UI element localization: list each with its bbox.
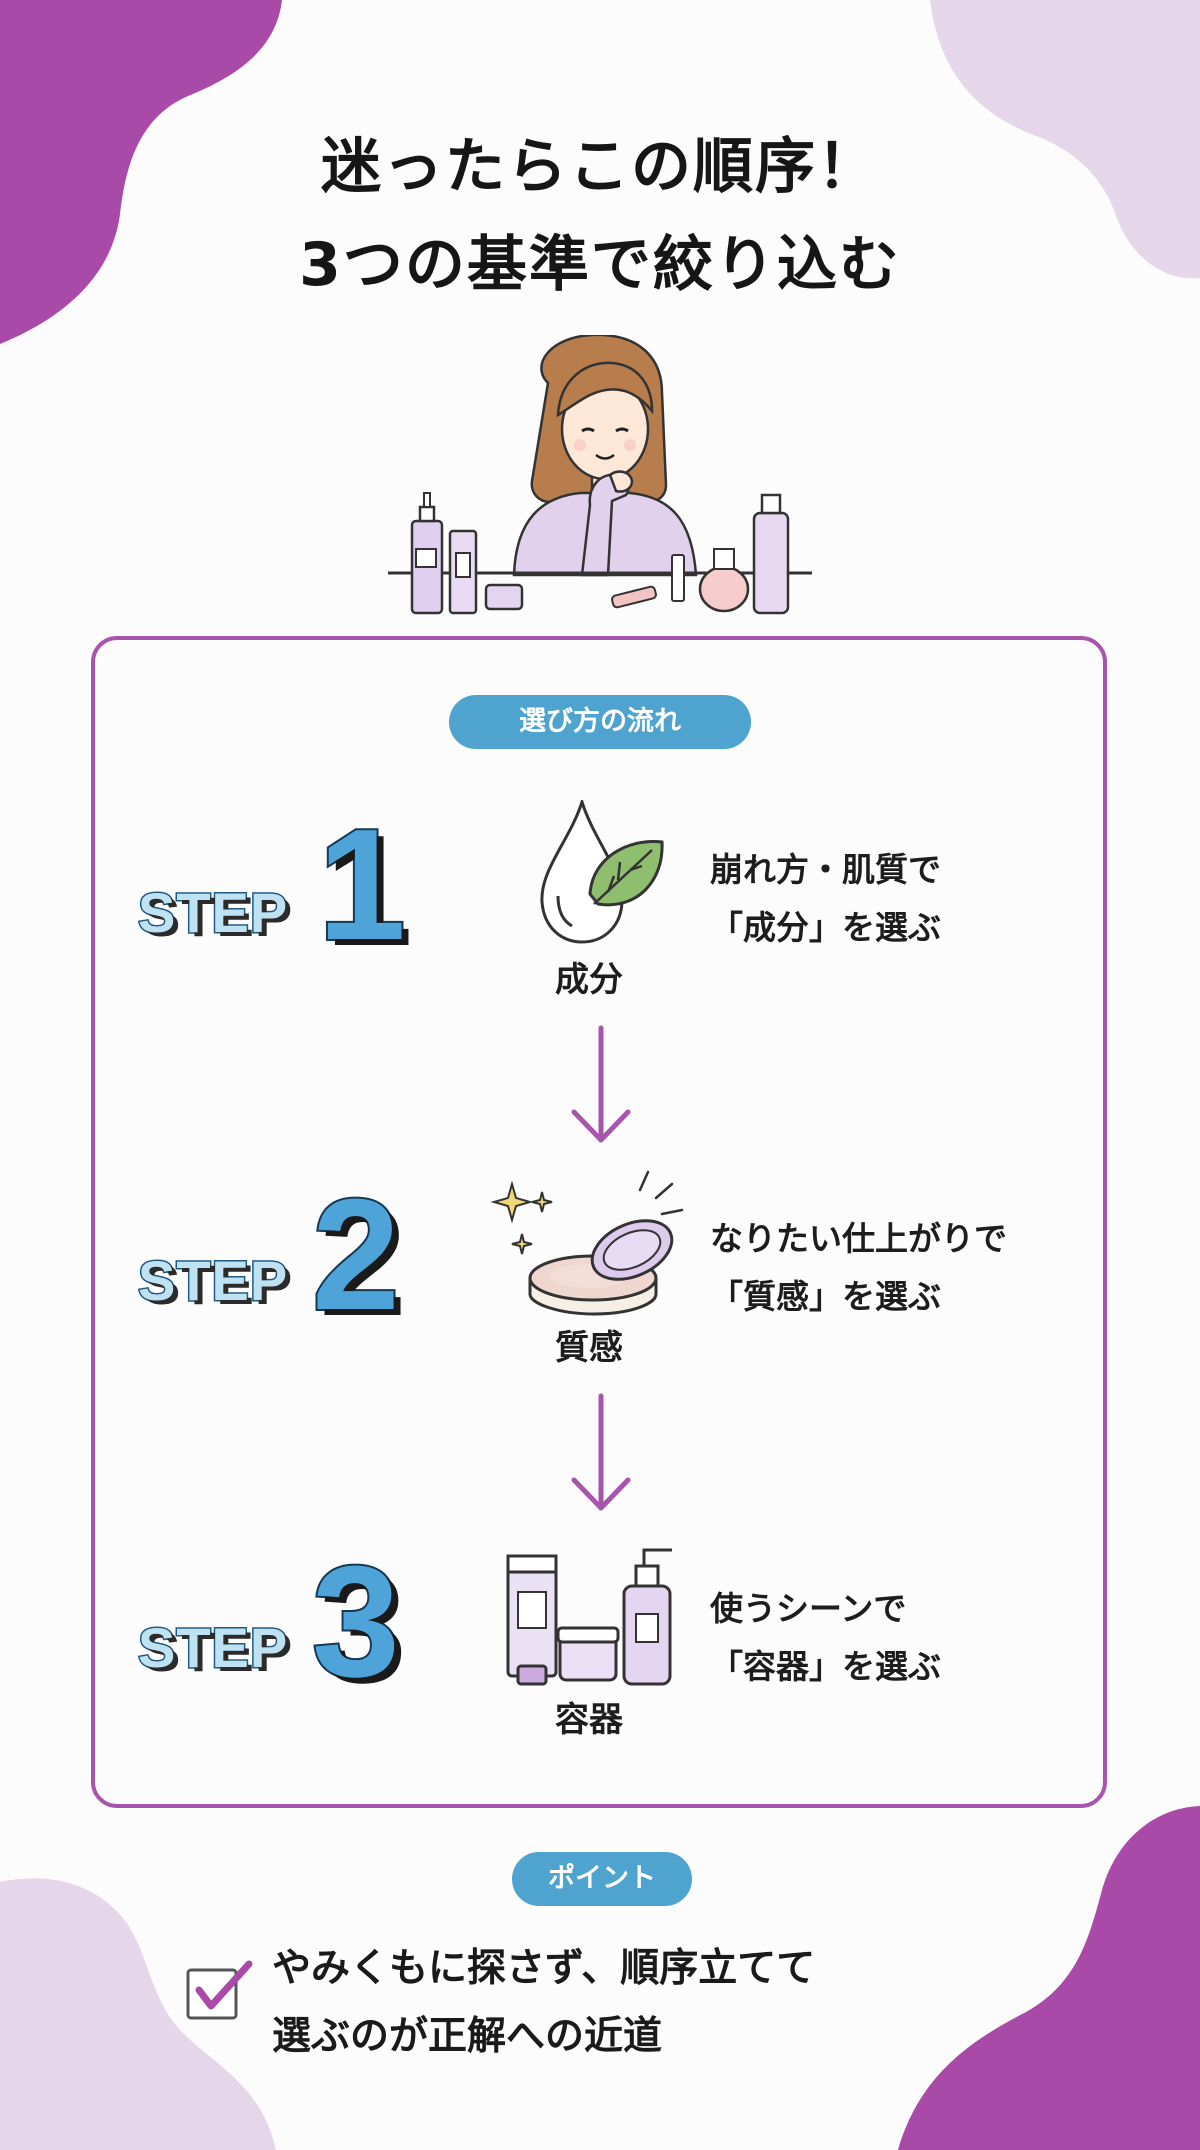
point-badge: ポイント — [512, 1852, 692, 1906]
step-3-desc-line-1: 使うシーンで — [710, 1589, 907, 1628]
step-1-label: STEP — [136, 880, 289, 946]
step-2-description: なりたい仕上がりで 「質感」を選ぶ — [710, 1210, 1007, 1326]
point-line-1: やみくもに探さず、順序立てて — [272, 1946, 816, 1991]
step-2-number: 2 — [310, 1167, 402, 1343]
arrow-down-icon — [571, 1025, 631, 1143]
corner-blob-top-left — [0, 0, 282, 344]
powder-compact-icon — [490, 1170, 684, 1316]
step-1-number: 1 — [316, 797, 408, 973]
arrow-down-icon — [571, 1393, 631, 1511]
woman-with-cosmetics-illustration — [388, 335, 812, 615]
step-1-desc-line-1: 崩れ方・肌質で — [710, 850, 941, 889]
step-2-desc-line-1: なりたい仕上がりで — [710, 1219, 1007, 1258]
step-3-label: STEP — [136, 1615, 289, 1681]
step-3-desc-line-2: 「容器」を選ぶ — [710, 1647, 941, 1686]
corner-blob-top-right — [930, 0, 1200, 279]
step-2-label: STEP — [136, 1248, 289, 1314]
corner-blob-bottom-right — [898, 1806, 1200, 2150]
page-title: 迷ったらこの順序！ 3つの基準で絞り込む — [0, 118, 1200, 314]
flow-badge: 選び方の流れ — [449, 695, 751, 749]
checkbox-icon — [186, 1960, 253, 2020]
containers-icon — [506, 1548, 672, 1686]
step-1-description: 崩れ方・肌質で 「成分」を選ぶ — [710, 841, 941, 957]
step-2-icon-label: 質感 — [555, 1328, 623, 1368]
step-3-description: 使うシーンで 「容器」を選ぶ — [710, 1580, 941, 1696]
selection-flow-box — [91, 636, 1107, 1808]
title-line-1: 迷ったらこの順序！ — [321, 132, 879, 202]
point-text: やみくもに探さず、順序立てて 選ぶのが正解への近道 — [272, 1935, 815, 2071]
step-1-desc-line-2: 「成分」を選ぶ — [710, 908, 941, 947]
corner-blob-bottom-left — [0, 1878, 276, 2150]
step-3-icon-label: 容器 — [555, 1700, 623, 1740]
step-1-icon-label: 成分 — [555, 960, 623, 1000]
step-3-number: 3 — [310, 1534, 402, 1710]
point-line-2: 選ぶのが正解への近道 — [272, 2014, 663, 2059]
drop-leaf-icon — [540, 800, 664, 944]
step-2-desc-line-2: 「質感」を選ぶ — [710, 1277, 941, 1316]
title-line-2: 3つの基準で絞り込む — [299, 230, 901, 300]
